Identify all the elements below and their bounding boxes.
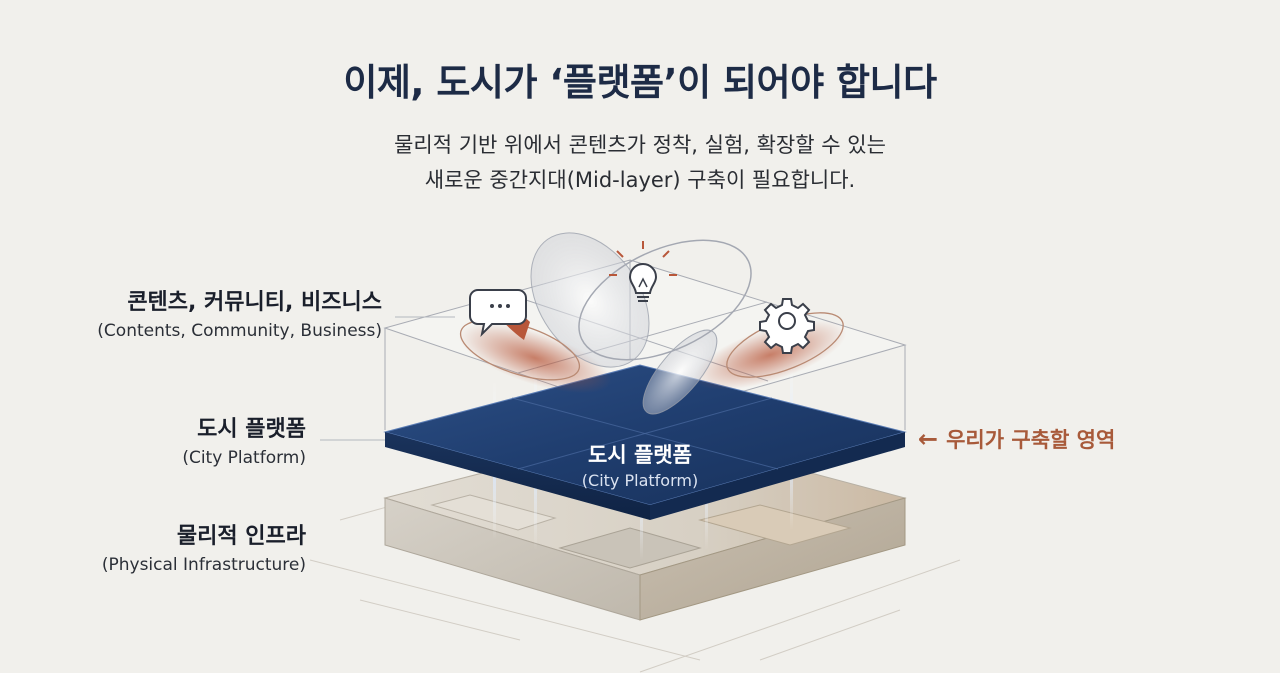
subtitle-line-1: 물리적 기반 위에서 콘텐츠가 정착, 실험, 확장할 수 있는 bbox=[394, 133, 886, 157]
city-platform-slab bbox=[383, 364, 907, 520]
label-infra-en: (Physical Infrastructure) bbox=[101, 555, 306, 575]
platform-center-en: (City Platform) bbox=[581, 471, 699, 490]
label-infra-layer: 물리적 인프라 (Physical Infrastructure) bbox=[0, 522, 306, 578]
our-area-text: 우리가 구축할 영역 bbox=[946, 428, 1116, 452]
platform-center-ko: 도시 플랫폼 bbox=[588, 443, 692, 467]
label-contents-ko: 콘텐츠, 커뮤니티, 비즈니스 bbox=[127, 290, 382, 315]
label-platform-en: (City Platform) bbox=[182, 448, 306, 468]
page-subtitle: 물리적 기반 위에서 콘텐츠가 정착, 실험, 확장할 수 있는 새로운 중간지… bbox=[0, 128, 1280, 198]
leader-lines bbox=[320, 316, 455, 441]
gear-icon bbox=[759, 298, 815, 354]
page-title: 이제, 도시가 ‘플랫폼’이 되어야 합니다 bbox=[343, 61, 937, 104]
label-infra-ko: 물리적 인프라 bbox=[176, 524, 306, 549]
label-contents-layer: 콘텐츠, 커뮤니티, 비즈니스 (Contents, Community, Bu… bbox=[22, 288, 382, 344]
ghost-shapes bbox=[459, 232, 844, 415]
label-platform-ko: 도시 플랫폼 bbox=[197, 417, 306, 442]
chat-bubble-icon bbox=[469, 289, 530, 340]
lightbulb-icon bbox=[609, 241, 677, 302]
left-arrow-icon: ← bbox=[918, 425, 939, 453]
label-contents-en: (Contents, Community, Business) bbox=[97, 321, 382, 341]
label-platform-layer: 도시 플랫폼 (City Platform) bbox=[0, 415, 306, 471]
our-area-callout: ← 우리가 구축할 영역 bbox=[918, 424, 1115, 454]
subtitle-line-2: 새로운 중간지대(Mid-layer) 구축이 필요합니다. bbox=[424, 168, 856, 192]
platform-center-label: 도시 플랫폼 (City Platform) bbox=[540, 441, 740, 493]
